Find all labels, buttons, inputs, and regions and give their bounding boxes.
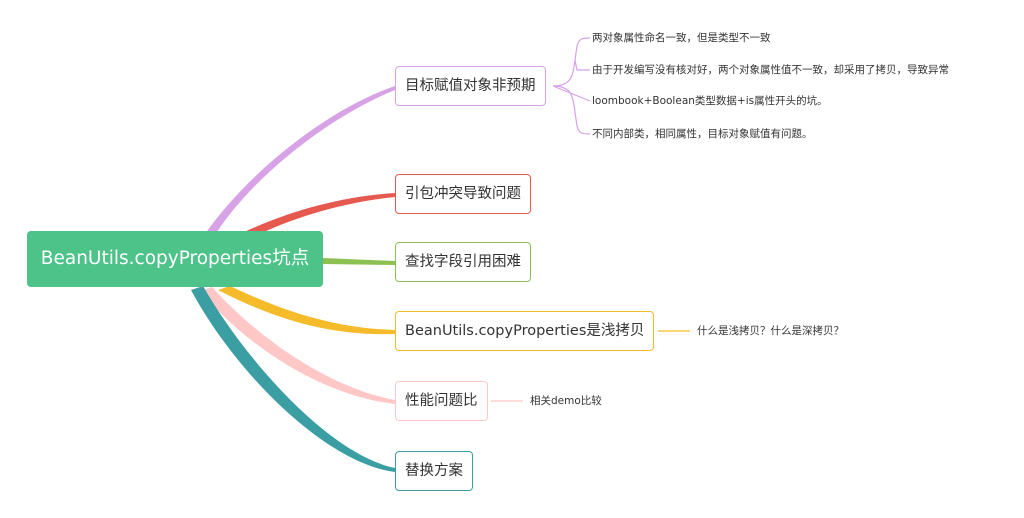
connector-branch-6 xyxy=(191,286,395,472)
connector-branch-5 xyxy=(200,287,395,404)
branch-node-alternatives[interactable]: 替换方案 xyxy=(395,451,473,491)
root-node[interactable]: BeanUtils.copyProperties坑点 xyxy=(27,231,323,287)
leaf-shallow-deep-question[interactable]: 什么是浅拷贝？什么是深拷贝？ xyxy=(697,325,844,337)
branch-node-shallow-copy[interactable]: BeanUtils.copyProperties是浅拷贝 xyxy=(395,311,655,351)
leaf-bracket-branch-1 xyxy=(552,37,591,135)
branch-node-target-assignment[interactable]: 目标赋值对象非预期 xyxy=(395,66,546,106)
connector-branch-3 xyxy=(323,258,395,265)
leaf-demo-comparison[interactable]: 相关demo比较 xyxy=(530,395,602,407)
leaf-lombok-boolean[interactable]: loombook+Boolean类型数据+is属性开头的坑。 xyxy=(592,95,828,107)
leaf-inner-class[interactable]: 不同内部类，相同属性，目标对象赋值有问题。 xyxy=(592,128,813,140)
branch-node-performance[interactable]: 性能问题比 xyxy=(395,381,488,421)
branch-node-package-conflict[interactable]: 引包冲突导致问题 xyxy=(395,174,531,214)
connector-branch-4 xyxy=(218,286,395,335)
branch-node-field-reference[interactable]: 查找字段引用困难 xyxy=(395,242,531,282)
leaf-unchecked-copy[interactable]: 由于开发编写没有核对好，两个对象属性值不一致，却采用了拷贝，导致异常 xyxy=(592,64,949,76)
leaf-type-mismatch[interactable]: 两对象属性命名一致，但是类型不一致 xyxy=(592,32,771,44)
